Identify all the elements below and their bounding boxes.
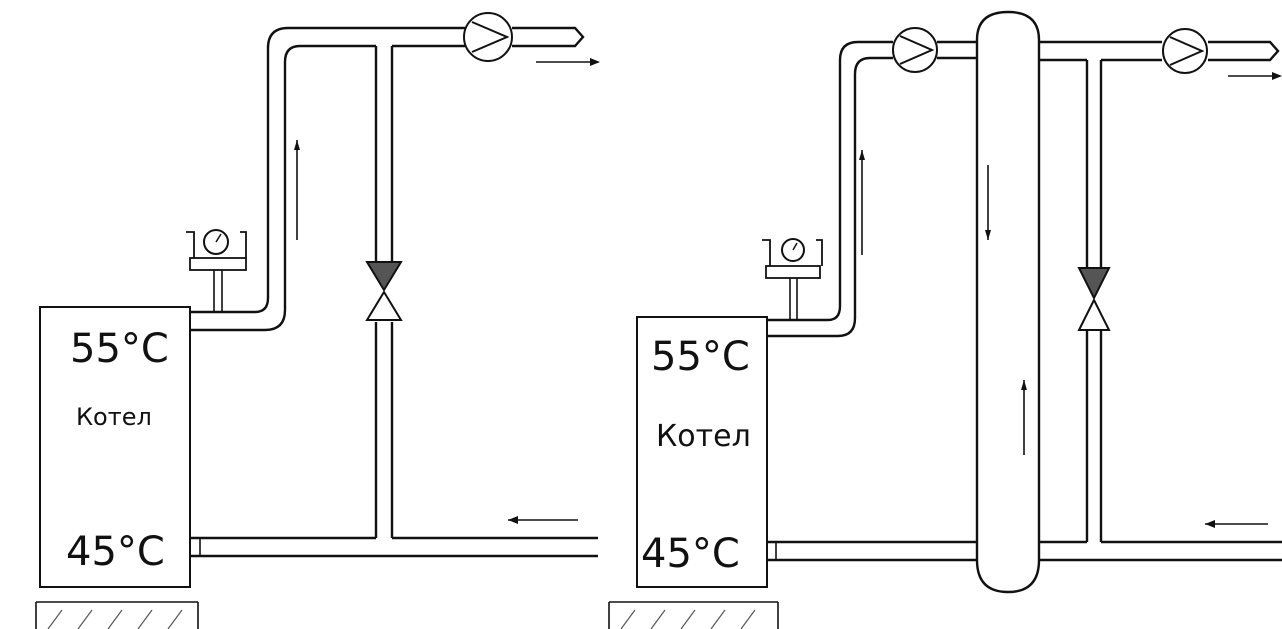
right-bypass-pipe <box>1085 60 1103 542</box>
right-boiler-label: Котел <box>656 419 751 454</box>
right-return-temp: 45°C <box>641 531 740 577</box>
left-safety-group-icon <box>186 229 247 312</box>
left-supply-temp: 55°C <box>70 326 169 372</box>
left-return-pipe <box>190 536 598 558</box>
left-mixing-valve <box>365 261 403 321</box>
left-flow-arrow-up <box>294 140 300 240</box>
right-mixing-valve <box>1077 267 1111 331</box>
left-pump <box>463 12 513 62</box>
left-flow-arrow-out <box>536 58 600 66</box>
right-circuit-pump <box>1162 28 1208 74</box>
right-return-pipe <box>767 540 1282 562</box>
separator-arrow-up <box>1021 380 1027 455</box>
right-return-arrow <box>1205 520 1268 528</box>
right-boiler-base <box>608 601 779 629</box>
left-supply-pipe <box>190 26 585 332</box>
right-boiler-pump <box>892 27 938 73</box>
right-safety-group-icon <box>762 238 823 320</box>
right-scheme: 55°C Котел 45°C <box>608 10 1282 629</box>
hydraulic-separator <box>975 10 1041 594</box>
left-bypass-pipe <box>374 46 394 538</box>
right-supply-pipe <box>1039 40 1280 62</box>
left-boiler <box>39 306 191 588</box>
right-flow-arrow-out <box>1228 72 1282 80</box>
left-boiler-base <box>35 601 199 629</box>
right-flow-arrow-up <box>859 150 865 255</box>
left-return-arrow <box>508 516 578 524</box>
right-boiler <box>636 316 768 588</box>
separator-arrow-down <box>985 165 991 240</box>
right-boiler-supply-pipe <box>767 40 977 338</box>
left-scheme: 55°C Котел 45°C <box>35 12 600 629</box>
right-supply-temp: 55°C <box>651 334 750 380</box>
left-return-temp: 45°C <box>66 529 165 575</box>
left-boiler-label: Котел <box>76 403 152 431</box>
